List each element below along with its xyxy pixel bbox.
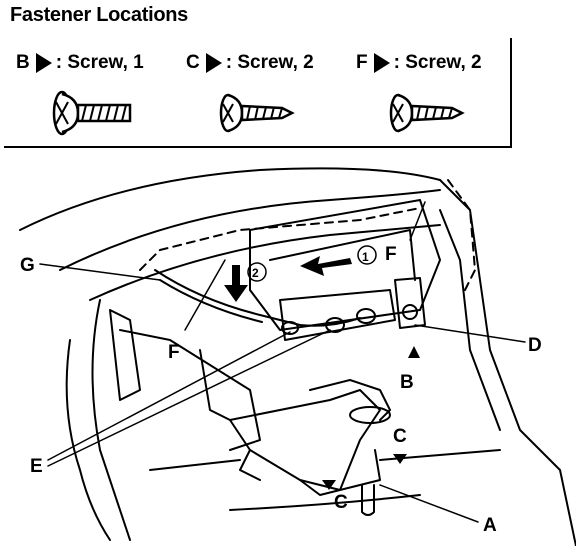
flange-bolt-icon [52, 90, 132, 136]
callout-a: A [483, 515, 497, 536]
pointer-arrow-icon [322, 480, 336, 490]
bolt-bracket [394, 277, 426, 329]
callout-c-lower: C [334, 492, 348, 513]
bracket [279, 289, 396, 341]
lower-duct [299, 449, 381, 496]
connector [325, 317, 345, 333]
leader-line [414, 324, 526, 343]
leader-line [409, 201, 426, 241]
fastener-legend: B : Screw, 1 C : Screw, 2 F : Screw, 2 [4, 38, 512, 148]
floor-line [149, 459, 241, 471]
step-1-label: 1 [362, 250, 369, 264]
dashboard-lower [89, 224, 441, 301]
floor-line [229, 494, 421, 511]
hidden-outline [139, 207, 421, 271]
left-frame-vent [109, 309, 141, 401]
fastener-label-c: C : Screw, 2 [186, 52, 314, 74]
fastener-label-f: F : Screw, 2 [356, 52, 482, 74]
pointer-arrow-icon [373, 53, 390, 73]
pointer-arrow-icon [205, 53, 222, 73]
leader-line [47, 331, 291, 461]
callout-g: G [20, 255, 35, 276]
callout-f-right: F [385, 244, 397, 265]
connector [281, 321, 299, 335]
step-circle [247, 262, 267, 282]
callout-b: B [400, 372, 414, 393]
inner-panel [119, 329, 261, 451]
fastener-desc: : Screw, 1 [55, 52, 144, 73]
left-frame [65, 339, 111, 541]
callout-c-upper: C [393, 426, 407, 447]
lower-duct [239, 449, 261, 481]
removal-arrow-icon [300, 256, 352, 276]
connector [356, 308, 376, 324]
fastener-label-b: B : Screw, 1 [16, 52, 144, 74]
callout-d: D [528, 335, 542, 356]
leader-line [39, 263, 161, 281]
bolt [402, 304, 418, 320]
fastener-desc: : Screw, 2 [225, 52, 314, 73]
hidden-outline [447, 179, 476, 291]
leader-line [184, 259, 226, 331]
inner-panel [199, 349, 231, 421]
fastener-letter: F [356, 52, 368, 73]
lower-duct [229, 389, 381, 491]
right-panel [439, 179, 576, 546]
leader-line [379, 484, 479, 523]
callout-f-left: F [168, 342, 180, 363]
fastener-letter: B [16, 52, 30, 73]
pointer-arrow-icon [408, 346, 420, 358]
dashboard-edge [19, 167, 441, 231]
right-panel [439, 209, 501, 431]
removal-arrow-icon [224, 265, 248, 302]
wire-harness [154, 269, 361, 327]
page-title: Fastener Locations [10, 4, 188, 26]
step-2-label: 2 [252, 266, 259, 280]
vehicle-interior-diagram: G F F 1 2 D B E C C A [19, 167, 576, 546]
step-circle [357, 245, 377, 265]
upper-cover [249, 199, 441, 331]
duct-opening [349, 406, 391, 424]
tapping-screw-icon [219, 93, 295, 133]
dashboard-edge [59, 189, 441, 271]
lower-duct [309, 379, 391, 421]
tapping-screw-icon [389, 93, 465, 133]
bottom-bolt [361, 484, 375, 516]
callout-e: E [30, 456, 43, 477]
upper-cover [269, 229, 416, 281]
wire-harness [159, 279, 263, 323]
fastener-letter: C [186, 52, 200, 73]
leader-line [47, 329, 331, 467]
pointer-arrow-icon [35, 53, 52, 73]
fastener-desc: : Screw, 2 [393, 52, 482, 73]
pointer-arrow-icon [393, 454, 407, 464]
